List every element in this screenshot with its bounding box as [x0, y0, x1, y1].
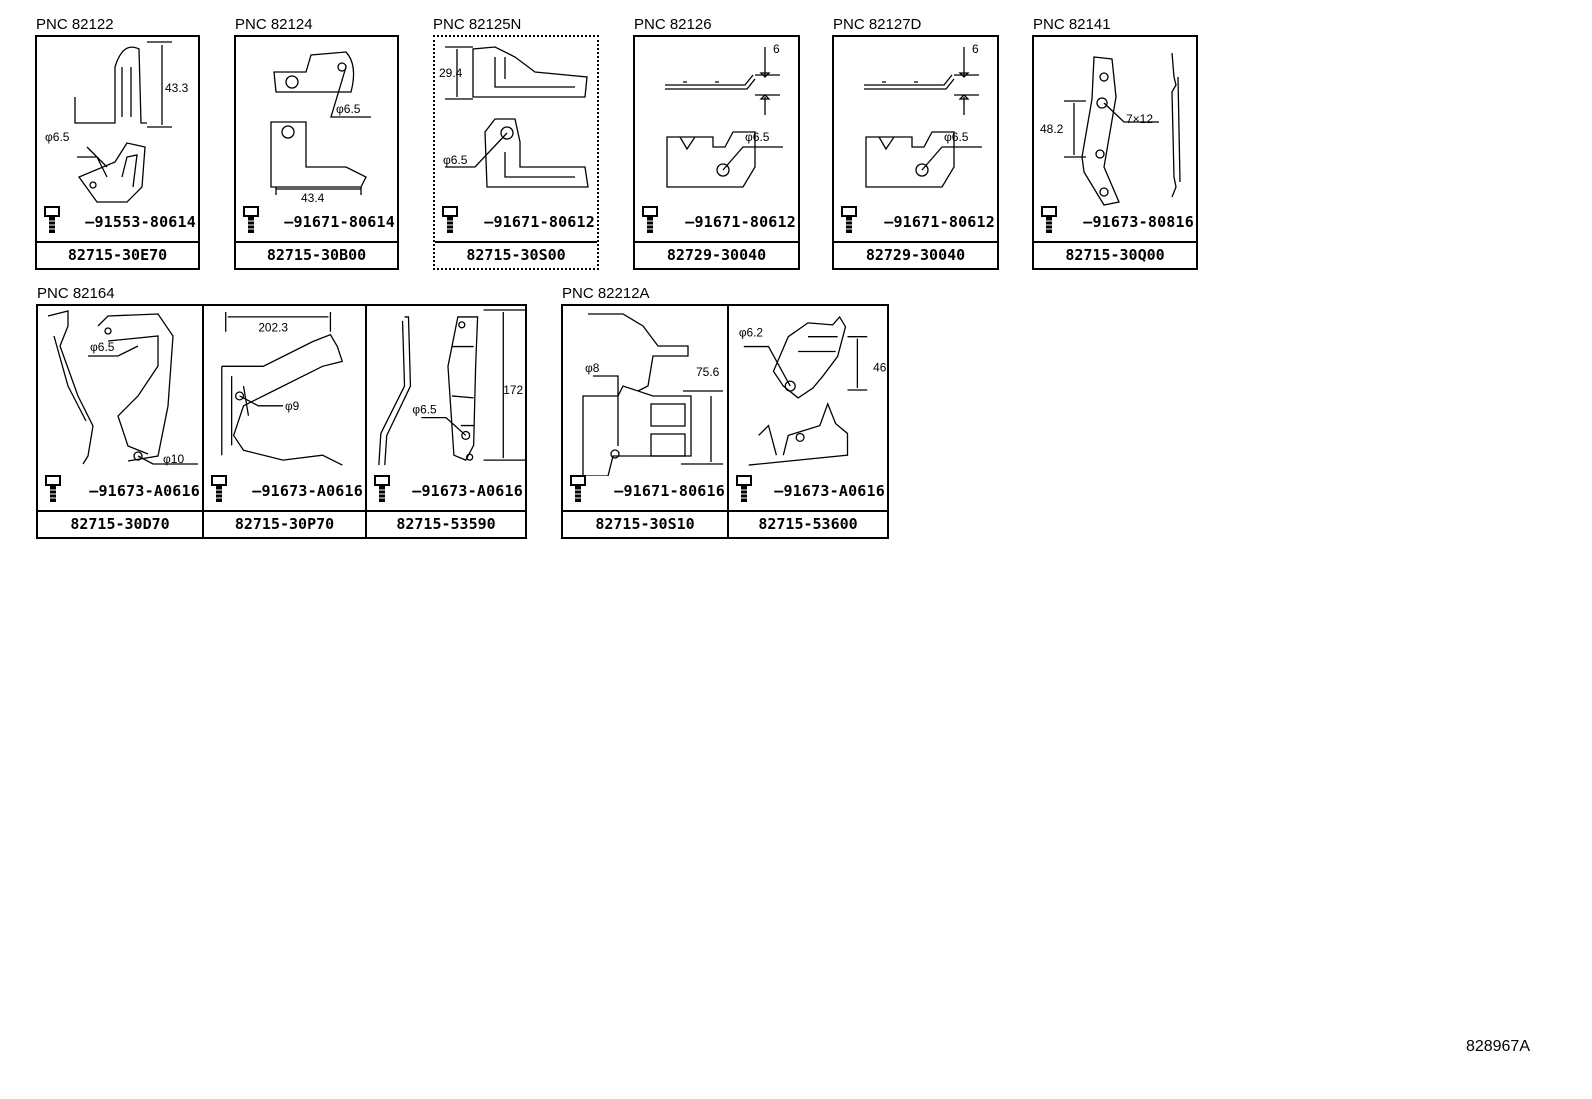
part-number: 82729-30040	[865, 246, 966, 264]
part-number: 82715-30S10	[595, 515, 695, 533]
bolt-icon	[243, 206, 259, 233]
bolt-icon	[211, 475, 227, 502]
bolt-icon	[841, 206, 857, 233]
part-number: 82715-30S00	[466, 246, 566, 264]
svg-text:6: 6	[972, 42, 979, 56]
svg-text:φ6.5: φ6.5	[412, 403, 437, 417]
svg-text:φ6.2: φ6.2	[739, 326, 763, 340]
svg-text:43.3: 43.3	[165, 81, 189, 95]
svg-text:φ8: φ8	[585, 361, 600, 375]
bracket-drawing: 202.3 φ9	[204, 306, 365, 476]
svg-text:6: 6	[773, 42, 780, 56]
bolt-icon	[442, 206, 458, 233]
part-box: 48.2 7×12 —91673-80816 82715-30Q00	[1032, 35, 1198, 270]
part-number: 82715-53600	[758, 515, 858, 533]
part-number: 82715-30E70	[67, 246, 168, 264]
svg-text:172: 172	[503, 383, 523, 397]
pnc-label: PNC 82125N	[433, 16, 522, 33]
bracket-drawing: φ6.2 46	[729, 306, 887, 476]
svg-text:7×12: 7×12	[1126, 112, 1153, 126]
pnc-label: PNC 82126	[634, 16, 712, 33]
part-box: 29.4 φ6.5 —91671-80612 82715-30S00	[433, 35, 599, 270]
bolt-number: —91553-80614	[85, 213, 196, 231]
svg-text:75.6: 75.6	[696, 365, 720, 379]
svg-text:48.2: 48.2	[1040, 122, 1064, 136]
part-number: 82715-30D70	[70, 515, 170, 533]
svg-text:φ6.5: φ6.5	[90, 340, 115, 354]
bracket-drawing: 43.3 φ6.5	[37, 37, 198, 207]
bolt-number: —91671-80612	[484, 213, 595, 231]
svg-text:φ9: φ9	[285, 399, 300, 413]
bolt-number: —91671-80612	[685, 213, 796, 231]
part-number: 82715-30P70	[234, 515, 335, 533]
svg-text:φ6.5: φ6.5	[443, 153, 468, 167]
bracket-drawing: φ6.5 43.4	[236, 37, 397, 207]
bolt-icon	[570, 475, 586, 502]
svg-text:φ6.5: φ6.5	[336, 102, 361, 116]
pnc-label: PNC 82141	[1033, 16, 1111, 33]
part-box: 43.3 φ6.5 —91553-80614 82715-30E70	[35, 35, 200, 270]
bolt-number: —91673-A0616	[774, 482, 885, 500]
part-box: φ6.5 φ10 —91673-A0616 82715-30D70 202.3 …	[36, 304, 527, 539]
bolt-number: —91673-80816	[1083, 213, 1194, 231]
bolt-icon	[642, 206, 658, 233]
bolt-icon	[44, 206, 60, 233]
svg-text:202.3: 202.3	[258, 321, 288, 335]
svg-text:29.4: 29.4	[439, 66, 463, 80]
bolt-number: —91673-A0616	[412, 482, 523, 500]
bolt-icon	[374, 475, 390, 502]
bracket-drawing: 6 φ6.5	[635, 37, 798, 207]
reference-number: 828967A	[1465, 1038, 1530, 1055]
bolt-number: —91671-80612	[884, 213, 995, 231]
bolt-icon	[45, 475, 61, 502]
svg-text:φ6.5: φ6.5	[45, 130, 70, 144]
svg-text:φ6.5: φ6.5	[944, 130, 969, 144]
pnc-label: PNC 82122	[36, 16, 114, 33]
svg-text:43.4: 43.4	[301, 191, 325, 205]
part-box: φ6.5 43.4 —91671-80614 82715-30B00	[234, 35, 399, 270]
bolt-number: —91673-A0616	[89, 482, 200, 500]
bracket-drawing: φ8 75.6	[563, 306, 727, 476]
svg-text:φ10: φ10	[163, 452, 184, 466]
pnc-label: PNC 82164	[37, 285, 115, 302]
part-number: 82729-30040	[666, 246, 767, 264]
bracket-drawing: 29.4 φ6.5	[435, 37, 597, 207]
part-number: 82715-30B00	[266, 246, 367, 264]
svg-text:46: 46	[873, 360, 887, 374]
bolt-icon	[1041, 206, 1057, 233]
pnc-label: PNC 82212A	[562, 285, 650, 302]
bolt-number: —91673-A0616	[252, 482, 363, 500]
part-box: 6 φ6.5 —91671-80612 82729-30040	[633, 35, 800, 270]
part-number: 82715-53590	[396, 515, 496, 533]
bracket-drawing: 172 φ6.5	[367, 306, 525, 476]
bolt-number: —91671-80616	[614, 482, 725, 500]
part-number: 82715-30Q00	[1065, 246, 1165, 264]
bolt-number: —91671-80614	[284, 213, 395, 231]
bolt-icon	[736, 475, 752, 502]
part-box: 6 φ6.5 —91671-80612 82729-30040	[832, 35, 999, 270]
bracket-drawing: φ6.5 φ10	[38, 306, 202, 476]
part-box: φ8 75.6 —91671-80616 82715-30S10 φ6.2 46	[561, 304, 889, 539]
svg-text:φ6.5: φ6.5	[745, 130, 770, 144]
bracket-drawing: 48.2 7×12	[1034, 37, 1196, 207]
pnc-label: PNC 82127D	[833, 16, 922, 33]
pnc-label: PNC 82124	[235, 16, 313, 33]
bracket-drawing: 6 φ6.5	[834, 37, 997, 207]
